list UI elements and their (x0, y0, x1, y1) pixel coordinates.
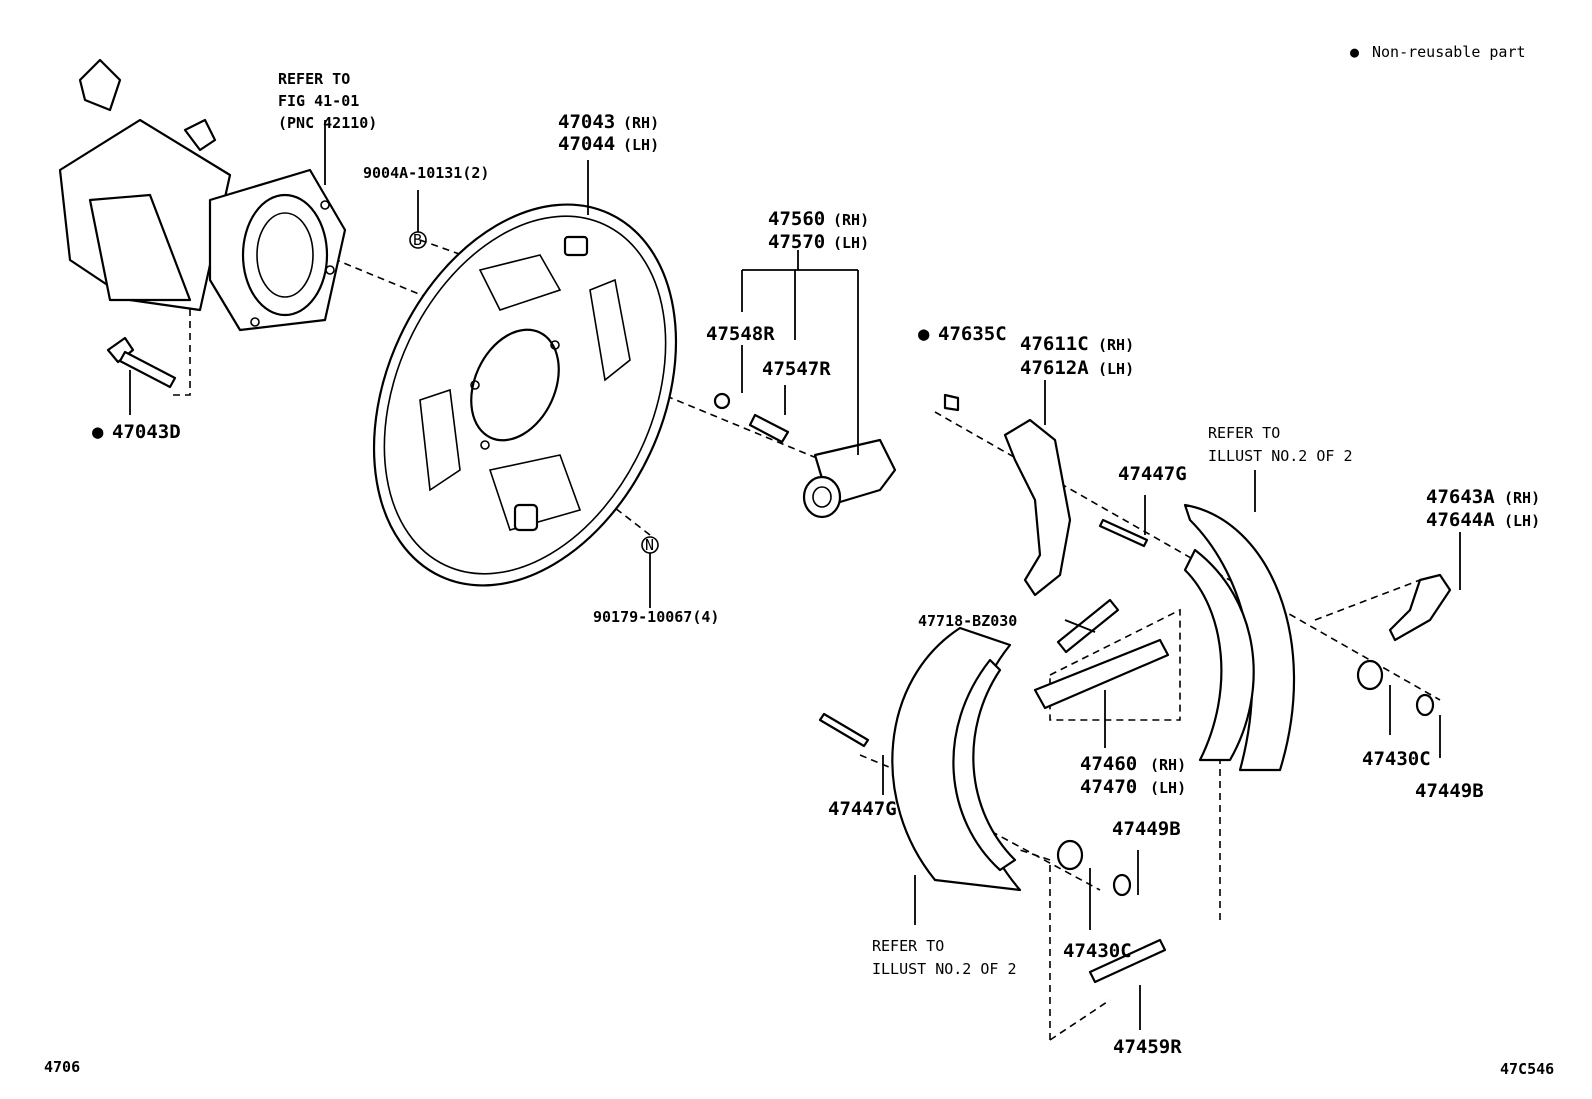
ref-fig-line1: REFER TO (278, 70, 350, 88)
part-47459R: 47459R (1113, 1036, 1182, 1058)
part-47044-side: (LH) (623, 136, 659, 154)
part-47612A: 47612A (1020, 357, 1089, 379)
part-47460: 47460 (1080, 753, 1137, 775)
part-47460-side: (RH) (1150, 756, 1186, 774)
footer-right-code: 47C546 (1500, 1060, 1554, 1078)
backing-plate (372, 203, 678, 587)
bolt-47043D (106, 336, 177, 389)
leader-lines (129, 120, 1461, 1030)
bullet-47043D: ● (92, 421, 104, 443)
legend-text: Non-reusable part (1372, 43, 1526, 61)
brake-shoe-right (1183, 503, 1295, 772)
bullet-47635C: ● (918, 323, 930, 345)
parking-brake-lever (1003, 418, 1072, 597)
ref-illust-bottom-line2: ILLUST NO.2 OF 2 (872, 960, 1017, 978)
ref-fig-line3: (PNC 42110) (278, 114, 377, 132)
part-47644A: 47644A (1426, 509, 1495, 531)
part-47548R: 47548R (706, 323, 775, 345)
ref-illust-top-line1: REFER TO (1208, 424, 1280, 442)
part-47643A-side: (RH) (1504, 489, 1540, 507)
return-spring-47459R (1088, 938, 1167, 984)
marker-N: N (641, 536, 659, 554)
axle-housing (58, 58, 347, 332)
marker-N-label: N (645, 536, 654, 554)
footer: 4706 47C546 (44, 1058, 1554, 1078)
part-47560: 47560 (768, 208, 825, 230)
part-47644A-side: (LH) (1504, 512, 1540, 530)
brake-shoe-left (891, 626, 1022, 892)
part-47449B-mid: 47449B (1112, 818, 1181, 840)
adjuster-47460 (1033, 638, 1170, 710)
part-47449B-right: 47449B (1415, 780, 1484, 802)
legend-bullet: ● (1350, 43, 1359, 61)
marker-B: B (409, 231, 427, 249)
spring-cup-middle (1056, 839, 1132, 897)
part-47043: 47043 (558, 111, 615, 133)
part-47470: 47470 (1080, 776, 1137, 798)
strut-47643A (1388, 573, 1452, 642)
spring-47718 (1056, 598, 1120, 654)
ref-fig-line2: FIG 41-01 (278, 92, 359, 110)
part-9004A: 9004A-10131(2) (363, 164, 489, 182)
part-47547R: 47547R (762, 358, 831, 380)
part-47430C-mid: 47430C (1063, 940, 1132, 962)
ref-illust-bottom-line1: REFER TO (872, 937, 944, 955)
wheel-cylinder-parts (713, 392, 897, 519)
part-47043D: 47043D (112, 421, 181, 443)
part-47643A: 47643A (1426, 486, 1495, 508)
legend: ● Non-reusable part (1350, 43, 1526, 61)
pin-47447G-left (818, 712, 870, 748)
part-47635C: 47635C (938, 323, 1007, 345)
part-47570-side: (LH) (833, 234, 869, 252)
part-47430C-right: 47430C (1362, 748, 1431, 770)
part-47447G-left: 47447G (828, 798, 897, 820)
labels: REFER TO FIG 41-01 (PNC 42110) 9004A-101… (92, 70, 1540, 1058)
part-47043-side: (RH) (623, 114, 659, 132)
pin-47447G-top (1098, 518, 1149, 548)
part-47612A-side: (LH) (1098, 360, 1134, 378)
part-47044: 47044 (558, 133, 615, 155)
marker-B-label: B (413, 231, 422, 249)
spring-cup-right (1356, 659, 1435, 717)
part-47718: 47718-BZ030 (918, 612, 1017, 630)
part-47470-side: (LH) (1150, 779, 1186, 797)
part-47570: 47570 (768, 231, 825, 253)
part-47611C-side: (RH) (1098, 336, 1134, 354)
footer-left-code: 4706 (44, 1058, 80, 1076)
ref-illust-top-line2: ILLUST NO.2 OF 2 (1208, 447, 1353, 465)
part-47611C: 47611C (1020, 333, 1089, 355)
part-90179: 90179-10067(4) (593, 608, 719, 626)
part-47447G-top: 47447G (1118, 463, 1187, 485)
clip-47635C (943, 393, 960, 412)
part-47560-side: (RH) (833, 211, 869, 229)
